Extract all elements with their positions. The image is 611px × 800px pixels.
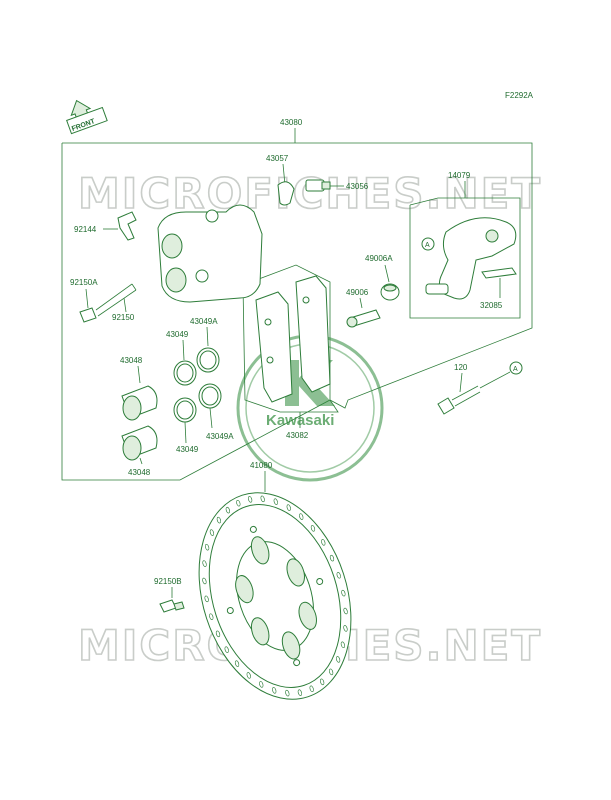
disc-vent-hole [299,513,304,520]
callout-a-bolt [509,361,523,375]
label-49006A: 49006A [365,254,393,263]
disc-vent-hole [273,498,278,505]
label-43057: 43057 [266,154,289,163]
label-43048-lower: 43048 [128,468,151,477]
disc-vent-hole [202,560,207,567]
callout-a-bracket [421,237,435,251]
disc-vent-hole [204,595,209,603]
disc-vent-hole [202,577,207,585]
label-92144: 92144 [74,225,97,234]
disc-vent-hole [328,668,334,676]
disc-vent-hole [209,529,215,536]
disc-vent-hole [204,543,210,551]
pad-spring-32085 [481,267,517,279]
label-92150: 92150 [112,313,135,322]
disc-vent-hole [286,504,291,511]
pin-49006 [346,309,381,328]
watermark-top: MICROFICHES.NET [78,169,542,218]
label-43049A-upper: 43049A [190,317,218,326]
piston-43048-upper [121,385,158,421]
disc-vent-hole [246,672,251,679]
bleeder-cap-43057 [277,181,295,206]
bolt-92150A [79,283,137,323]
label-49006: 49006 [346,288,369,297]
piston-43048-lower [121,425,158,461]
label-43049-upper: 43049 [166,330,189,339]
disc-vent-hole [340,641,346,649]
label-43056: 43056 [346,182,369,191]
disc-vent-hole [336,572,341,579]
label-92150B: 92150B [154,577,182,586]
callout-a-bolt-label: A [513,366,518,373]
disc-vent-hole [260,495,265,503]
callout-a-bracket-label: A [425,242,430,249]
label-43049A-lower: 43049A [206,432,234,441]
disc-vent-hole [341,589,346,597]
disc-vent-hole [216,516,222,524]
disc-vent-hole [335,656,341,663]
disc-vent-hole [310,525,316,532]
front-arrow-icon: FRONT [66,99,108,135]
label-43082: 43082 [286,431,309,440]
disc-vent-hole [215,630,221,638]
disc-vent-hole [329,554,335,562]
disc-vent-hole [236,499,241,507]
disc-vent-hole [225,506,231,514]
boot-49006A [380,283,400,301]
caliper-bracket-14079 [438,217,517,300]
disc-vent-hole [343,607,348,615]
disc-vent-hole [272,687,277,694]
bracket-box-outline [409,197,521,319]
label-120: 120 [454,363,468,372]
label-43080: 43080 [280,118,303,127]
bolt-120 [437,385,481,415]
brake-pad-inner [255,291,293,403]
disc-vent-hole [309,685,314,693]
disc-vent-hole [297,689,303,696]
label-43049-lower: 43049 [176,445,199,454]
brake-pad-outer [295,275,331,393]
kawasaki-logo: Kawasaki [236,334,384,482]
figure-code: F2292A [505,91,534,100]
label-14079: 14079 [448,171,471,180]
bleeder-valve-43056 [305,179,331,192]
bolt-92150B [159,599,185,613]
caliper-assembly-outline [61,142,533,481]
disc-vent-hole [209,613,214,620]
disc-vent-hole [285,689,290,697]
disc-vent-hole [247,496,253,503]
disc-vent-hole [259,681,264,688]
disc-vent-hole [234,660,240,667]
disc-vent-hole [343,625,348,632]
label-92150A: 92150A [70,278,98,287]
brake-disc-41080 [198,492,352,700]
label-32085: 32085 [480,301,503,310]
caliper-body [157,204,263,303]
label-43048-upper: 43048 [120,356,143,365]
label-41080: 41080 [250,461,273,470]
disc-vent-hole [321,539,326,546]
disc-vent-hole [224,646,229,653]
disc-vent-hole [319,678,325,686]
clip-92144 [117,211,137,241]
